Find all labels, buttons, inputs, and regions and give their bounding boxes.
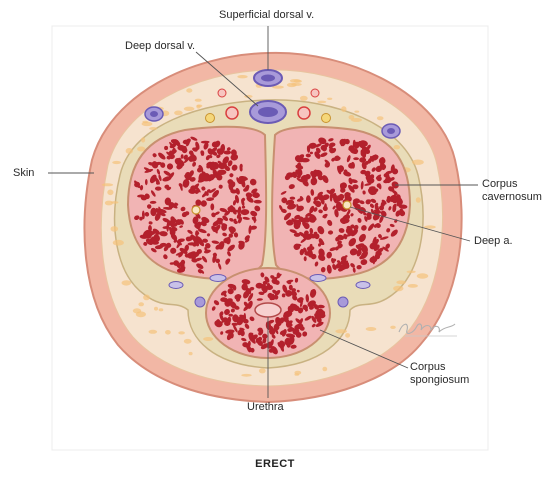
fat-globule (195, 99, 202, 102)
fat-globule (327, 98, 332, 100)
fat-globule (377, 116, 384, 120)
fat-globule (354, 111, 359, 113)
fat-globule (294, 371, 301, 375)
label-superficial-dorsal-vein: Superficial dorsal v. (219, 9, 314, 22)
fat-globule (407, 271, 416, 274)
fat-globule (138, 302, 144, 306)
fat-globule (393, 286, 403, 292)
fat-globule (341, 106, 346, 112)
fat-globule (259, 368, 266, 373)
superficial-dorsal-vein-lumen (261, 75, 275, 82)
fat-globule (394, 145, 401, 149)
fat-globule (136, 311, 146, 317)
fat-globule (141, 137, 145, 142)
dorsal-nerve-right (322, 114, 331, 123)
label-corpus-cavernosum-line2: cavernosum (482, 191, 542, 204)
fat-globule (107, 190, 113, 196)
fat-globule (349, 115, 355, 120)
superficial-artery-left (218, 89, 226, 97)
fat-globule (412, 160, 424, 165)
deep-dorsal-vein-lumen (258, 107, 278, 117)
fat-globule (143, 295, 150, 301)
fat-globule (294, 80, 302, 83)
fat-globule (345, 333, 350, 338)
fat-globule (241, 374, 252, 377)
fat-globule (165, 330, 171, 335)
fat-globule (112, 161, 121, 164)
fat-globule (178, 331, 185, 334)
label-deep-dorsal-vein: Deep dorsal v. (125, 40, 195, 53)
fat-globule (287, 83, 297, 87)
ventral-vessel-mid-left (210, 275, 226, 282)
fat-globule (111, 201, 119, 204)
lateral-vein-right-lumen (387, 128, 395, 134)
fat-globule (416, 197, 421, 203)
fat-globule (111, 226, 119, 232)
fat-globule (396, 280, 406, 284)
fat-globule (142, 121, 148, 124)
fat-globule (184, 339, 192, 344)
label-corpus-cavernosum: Corpus cavernosum (482, 178, 542, 204)
bulbar-vessel-right (338, 297, 348, 307)
deep-artery-right (343, 201, 351, 209)
label-urethra: Urethra (247, 401, 284, 414)
dorsal-artery-right (298, 107, 310, 119)
urethra-lumen (255, 303, 281, 317)
fat-globule (186, 88, 192, 92)
illustrator-signature (395, 318, 465, 340)
fat-globule (174, 111, 183, 116)
sinusoid-space (216, 174, 222, 180)
fat-globule (122, 280, 132, 285)
sinusoid-space (287, 328, 292, 332)
fat-globule (300, 96, 308, 101)
label-corpus-spongiosum: Corpus spongiosum (410, 361, 469, 387)
lateral-vein-left-lumen (150, 111, 158, 117)
ventral-vessel-mid-right (310, 275, 326, 282)
sinusoid-space (145, 179, 148, 185)
caption-erect: ERECT (0, 458, 550, 470)
fat-globule (102, 183, 114, 186)
ventral-vessel-left (169, 282, 183, 289)
fat-globule (317, 101, 326, 104)
fat-globule (184, 107, 195, 111)
fat-globule (154, 307, 158, 311)
fat-globule (189, 352, 193, 355)
fat-globule (408, 284, 418, 288)
fat-globule (149, 330, 158, 334)
label-corpus-cavernosum-line1: Corpus (482, 178, 542, 191)
label-corpus-spongiosum-line1: Corpus (410, 361, 469, 374)
deep-artery-left (192, 206, 200, 214)
fat-globule (203, 337, 213, 341)
label-skin: Skin (13, 167, 34, 180)
fat-globule (113, 240, 124, 246)
label-deep-artery: Deep a. (474, 235, 513, 248)
fat-globule (159, 308, 164, 311)
ventral-vessel-right (356, 282, 370, 289)
fat-globule (335, 329, 347, 333)
sinusoid-space (210, 203, 214, 210)
superficial-artery-right (311, 89, 319, 97)
label-corpus-spongiosum-line2: spongiosum (410, 374, 469, 387)
fat-globule (149, 127, 157, 130)
bulbar-vessel-left (195, 297, 205, 307)
fat-globule (126, 148, 133, 154)
dorsal-nerve-left (206, 114, 215, 123)
fat-globule (237, 75, 247, 78)
dorsal-artery-left (226, 107, 238, 119)
sinusoid-space (310, 152, 313, 155)
sinusoid-space (353, 157, 359, 160)
fat-globule (417, 273, 429, 278)
fat-globule (322, 367, 327, 372)
fat-globule (196, 105, 202, 108)
fat-globule (366, 327, 377, 331)
